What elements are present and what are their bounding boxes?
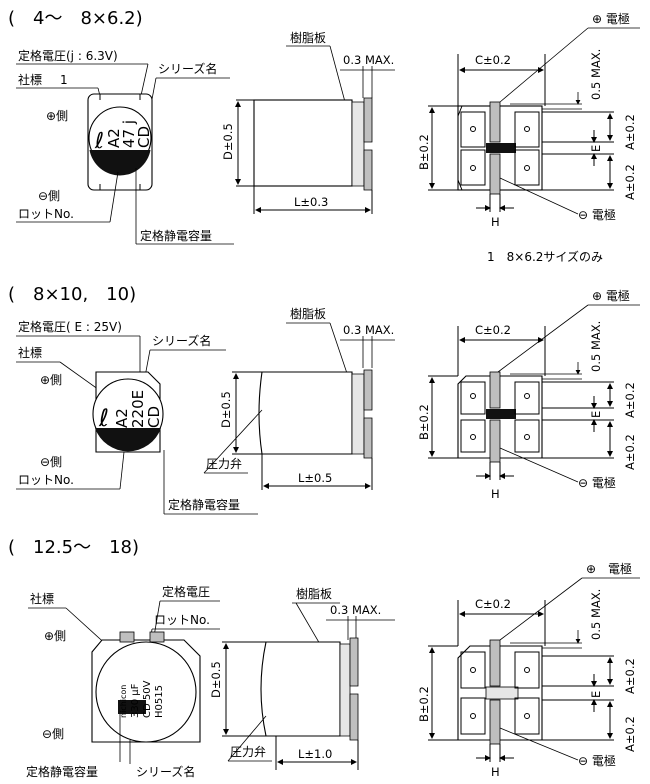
section-2-side-view: 樹脂板 0.3 MAX. D±0.5 圧力弁 L±0.5 [203,306,395,490]
section-1-logo-glyph: ℓ [94,129,104,154]
section-1-side-view: 樹脂板 0.3 MAX. D±0.5 L±0.3 [221,30,395,214]
section-1-mark-label: 社標 [18,72,42,87]
section-3-h-dim: H [491,765,500,779]
section-1-top-view: 定格電圧(j : 6.3V) 社標 1 シリーズ名 ⊕側 ℓ A2 47 j C… [16,48,234,245]
section-3-max-v: 0.5 MAX. [589,589,603,640]
section-3-print-2: 330 μF [130,683,141,718]
section-2-minus-electrode: ⊖ 電極 [578,475,616,490]
section-1-minus-side: ⊖側 [38,189,60,203]
section-2-print-1: A2 [113,408,131,428]
section-1-resin-label: 樹脂板 [290,30,326,45]
section-2-print-2: 220E [129,390,147,428]
section-3-side-view: 樹脂板 0.3 MAX. D±0.5 圧力弁 L±1.0 [209,586,395,770]
section-2-e-dim: E [589,411,603,418]
section-1-max-label: 0.3 MAX. [343,53,394,67]
section-1: ( 4～ 8×6.2) 定格電圧(j : 6.3V) 社標 1 シリーズ名 ⊕側… [8,8,640,264]
section-3-top-view: 社標 定格電圧 ロットNo. ⊕側 nichicon 330 μF CD 50V… [26,584,220,779]
section-1-lot-label: ロットNo. [18,207,74,221]
section-3-plus-electrode: ⊕ 電極 [586,561,632,576]
section-3-minus-electrode: ⊖ 電極 [578,753,616,768]
section-3-c-dim: C±0.2 [475,597,511,611]
section-2-a-dim-lower: A±0.2 [623,434,637,470]
section-3-max-label: 0.3 MAX. [330,603,381,617]
section-2: ( 8×10, 10) 定格電圧( E : 25V) 社標 シリーズ名 ⊕側 ℓ… [8,284,640,515]
section-1-mark-note: 1 [60,73,68,87]
section-3-print-4: H0515 [154,685,165,718]
section-2-minus-side: ⊖側 [40,455,62,469]
section-3-print-1: nichicon [119,685,128,718]
section-2-h-dim: H [491,487,500,501]
section-3-print-3: CD 50V [142,680,153,718]
section-2-logo-glyph: ℓ [98,404,109,432]
section-2-capacitance-label: 定格静電容量 [168,497,240,512]
section-2-plus-electrode: ⊕ 電極 [592,288,630,303]
section-3-e-dim: E [589,691,603,698]
section-1-print-1: A2 [105,128,123,148]
section-1-e-dim: E [589,145,603,152]
section-1-minus-electrode: ⊖ 電極 [578,207,616,222]
section-3-pressure-label: 圧力弁 [230,744,266,759]
section-2-rated-voltage-label: 定格電圧( E : 25V) [18,319,122,334]
section-3-d-dim: D±0.5 [209,661,223,698]
section-1-c-dim: C±0.2 [475,53,511,67]
section-2-plus-side: ⊕側 [40,373,62,387]
section-3-mark-label: 社標 [30,591,54,606]
section-1-rated-voltage-label: 定格電圧(j : 6.3V) [18,48,118,63]
section-3-minus-side: ⊖側 [42,727,64,741]
section-2-b-dim: B±0.2 [417,404,431,440]
section-3: ( 12.5～ 18) 社標 定格電圧 ロットNo. ⊕側 nichicon 3… [8,537,640,779]
section-2-heading: ( 8×10, 10) [8,284,136,305]
section-1-d-dim: D±0.5 [221,123,235,160]
section-1-a-dim-upper: A±0.2 [623,114,637,150]
section-1-a-dim-lower: A±0.2 [623,164,637,200]
section-1-heading: ( 4～ 8×6.2) [8,8,143,29]
section-2-mark-label: 社標 [18,345,42,360]
section-3-bottom-view: ⊕ 電極 C±0.2 0.5 MAX. B [417,561,640,779]
section-1-l-dim: L±0.3 [294,195,328,209]
section-2-resin-label: 樹脂板 [290,306,326,321]
section-1-footnote: 1 8×6.2サイズのみ [487,249,603,264]
section-1-series-label: シリーズ名 [158,61,217,76]
section-2-max-v: 0.5 MAX. [589,321,603,372]
section-2-print-3: CD [145,406,163,428]
section-2-a-dim-upper: A±0.2 [623,382,637,418]
section-3-plus-side: ⊕側 [44,629,66,643]
section-2-lot-label: ロットNo. [18,473,74,487]
section-3-heading: ( 12.5～ 18) [8,537,139,558]
section-2-top-view: 定格電圧( E : 25V) 社標 シリーズ名 ⊕側 ℓ A2 220E CD … [16,319,258,515]
section-2-series-label: シリーズ名 [152,333,211,348]
section-3-resin-label: 樹脂板 [296,586,332,601]
section-3-a-dim-lower: A±0.2 [623,716,637,752]
section-3-rated-voltage-label: 定格電圧 [162,584,210,599]
section-1-max-v: 0.5 MAX. [589,49,603,100]
section-2-bottom-view: ⊕ 電極 C±0.2 0.5 MAX. B [417,288,640,501]
section-1-capacitance-label: 定格静電容量 [140,228,212,243]
section-2-c-dim: C±0.2 [475,323,511,337]
section-2-l-dim: L±0.5 [298,471,332,485]
section-2-max-label: 0.3 MAX. [343,323,394,337]
section-3-l-dim: L±1.0 [298,747,332,761]
section-3-lot-label: ロットNo. [154,613,210,627]
section-3-capacitance-label: 定格静電容量 [26,764,98,779]
section-3-b-dim: B±0.2 [417,686,431,722]
section-1-print-3: CD [135,126,153,148]
section-3-series-label: シリーズ名 [136,764,195,779]
section-1-b-dim: B±0.2 [417,134,431,170]
section-1-h-dim: H [491,215,500,229]
section-1-print-2: 47 j [120,120,138,148]
section-1-plus-electrode: ⊕ 電極 [592,11,630,26]
section-3-a-dim-upper: A±0.2 [623,658,637,694]
section-2-pressure-label: 圧力弁 [206,456,242,471]
section-1-bottom-view: ⊕ 電極 C±0.2 0.5 MAX. [417,11,640,264]
section-1-plus-side: ⊕側 [46,109,68,123]
section-2-d-dim: D±0.5 [219,391,233,428]
